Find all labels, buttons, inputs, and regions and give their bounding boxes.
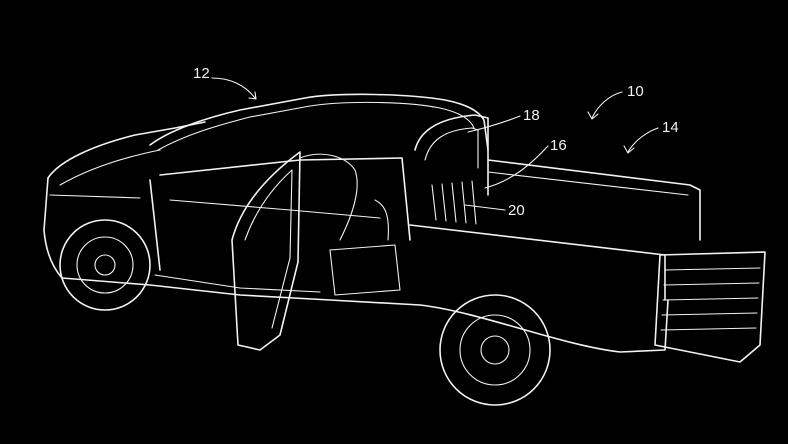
ref-numeral-18: 18 xyxy=(523,107,540,124)
ref-numeral-12: 12 xyxy=(193,65,210,82)
truck-body xyxy=(43,93,766,406)
ref-numeral-10: 10 xyxy=(627,83,644,100)
ref-numeral-14: 14 xyxy=(662,119,679,136)
reference-leaders xyxy=(211,77,659,211)
ref-numeral-20: 20 xyxy=(508,202,525,219)
ref-numeral-16: 16 xyxy=(550,137,567,154)
